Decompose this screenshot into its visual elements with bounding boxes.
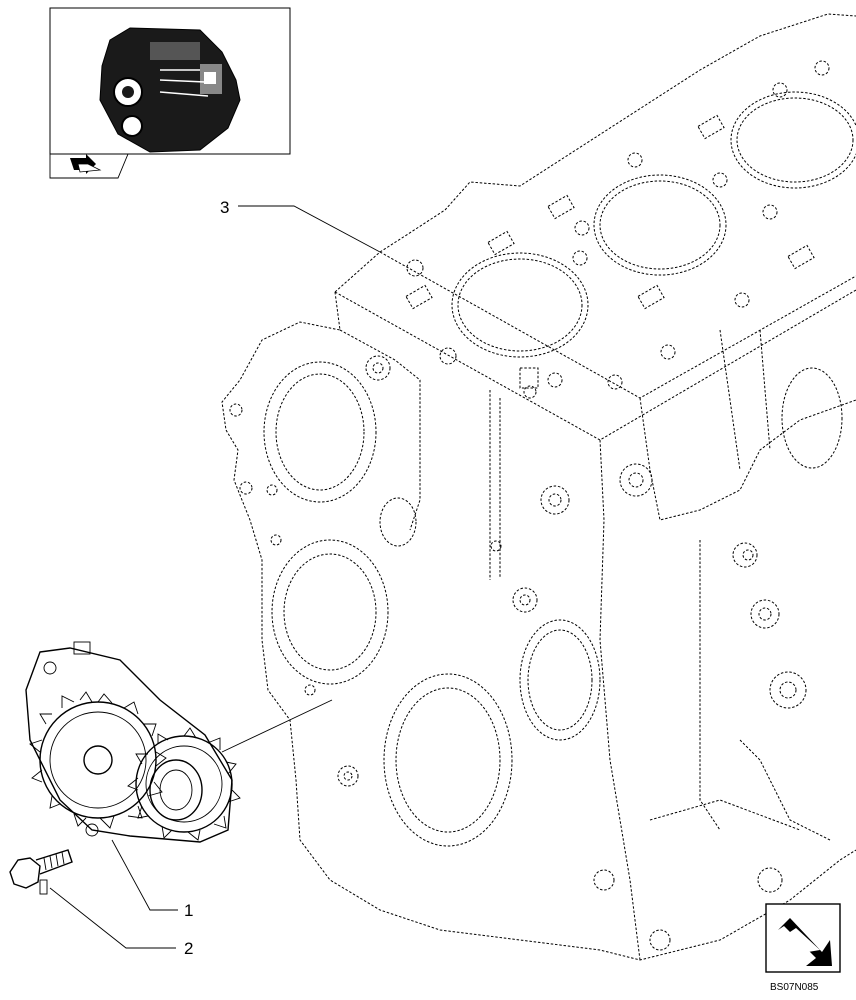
engine-thumbnail-panel[interactable] xyxy=(49,7,291,179)
assembly-guide-line xyxy=(221,699,333,753)
leader-line-2 xyxy=(49,887,176,949)
engine-thumbnail-icon xyxy=(99,27,241,153)
bolt xyxy=(9,849,73,889)
engine-block xyxy=(221,13,856,961)
callout-3-label: 3 xyxy=(220,198,229,217)
gear-large xyxy=(29,691,167,829)
washer xyxy=(39,879,48,895)
return-arrow-icon[interactable] xyxy=(70,154,102,174)
leader-line-3 xyxy=(238,205,381,253)
leader-line-1 xyxy=(111,839,178,911)
oil-pump xyxy=(25,641,241,843)
callout-2-label: 2 xyxy=(184,939,193,958)
callout-1-label: 1 xyxy=(184,901,193,920)
next-page-arrow-icon[interactable] xyxy=(765,903,841,973)
reference-code: BS07N085 xyxy=(770,982,819,993)
gear-small xyxy=(127,727,241,841)
